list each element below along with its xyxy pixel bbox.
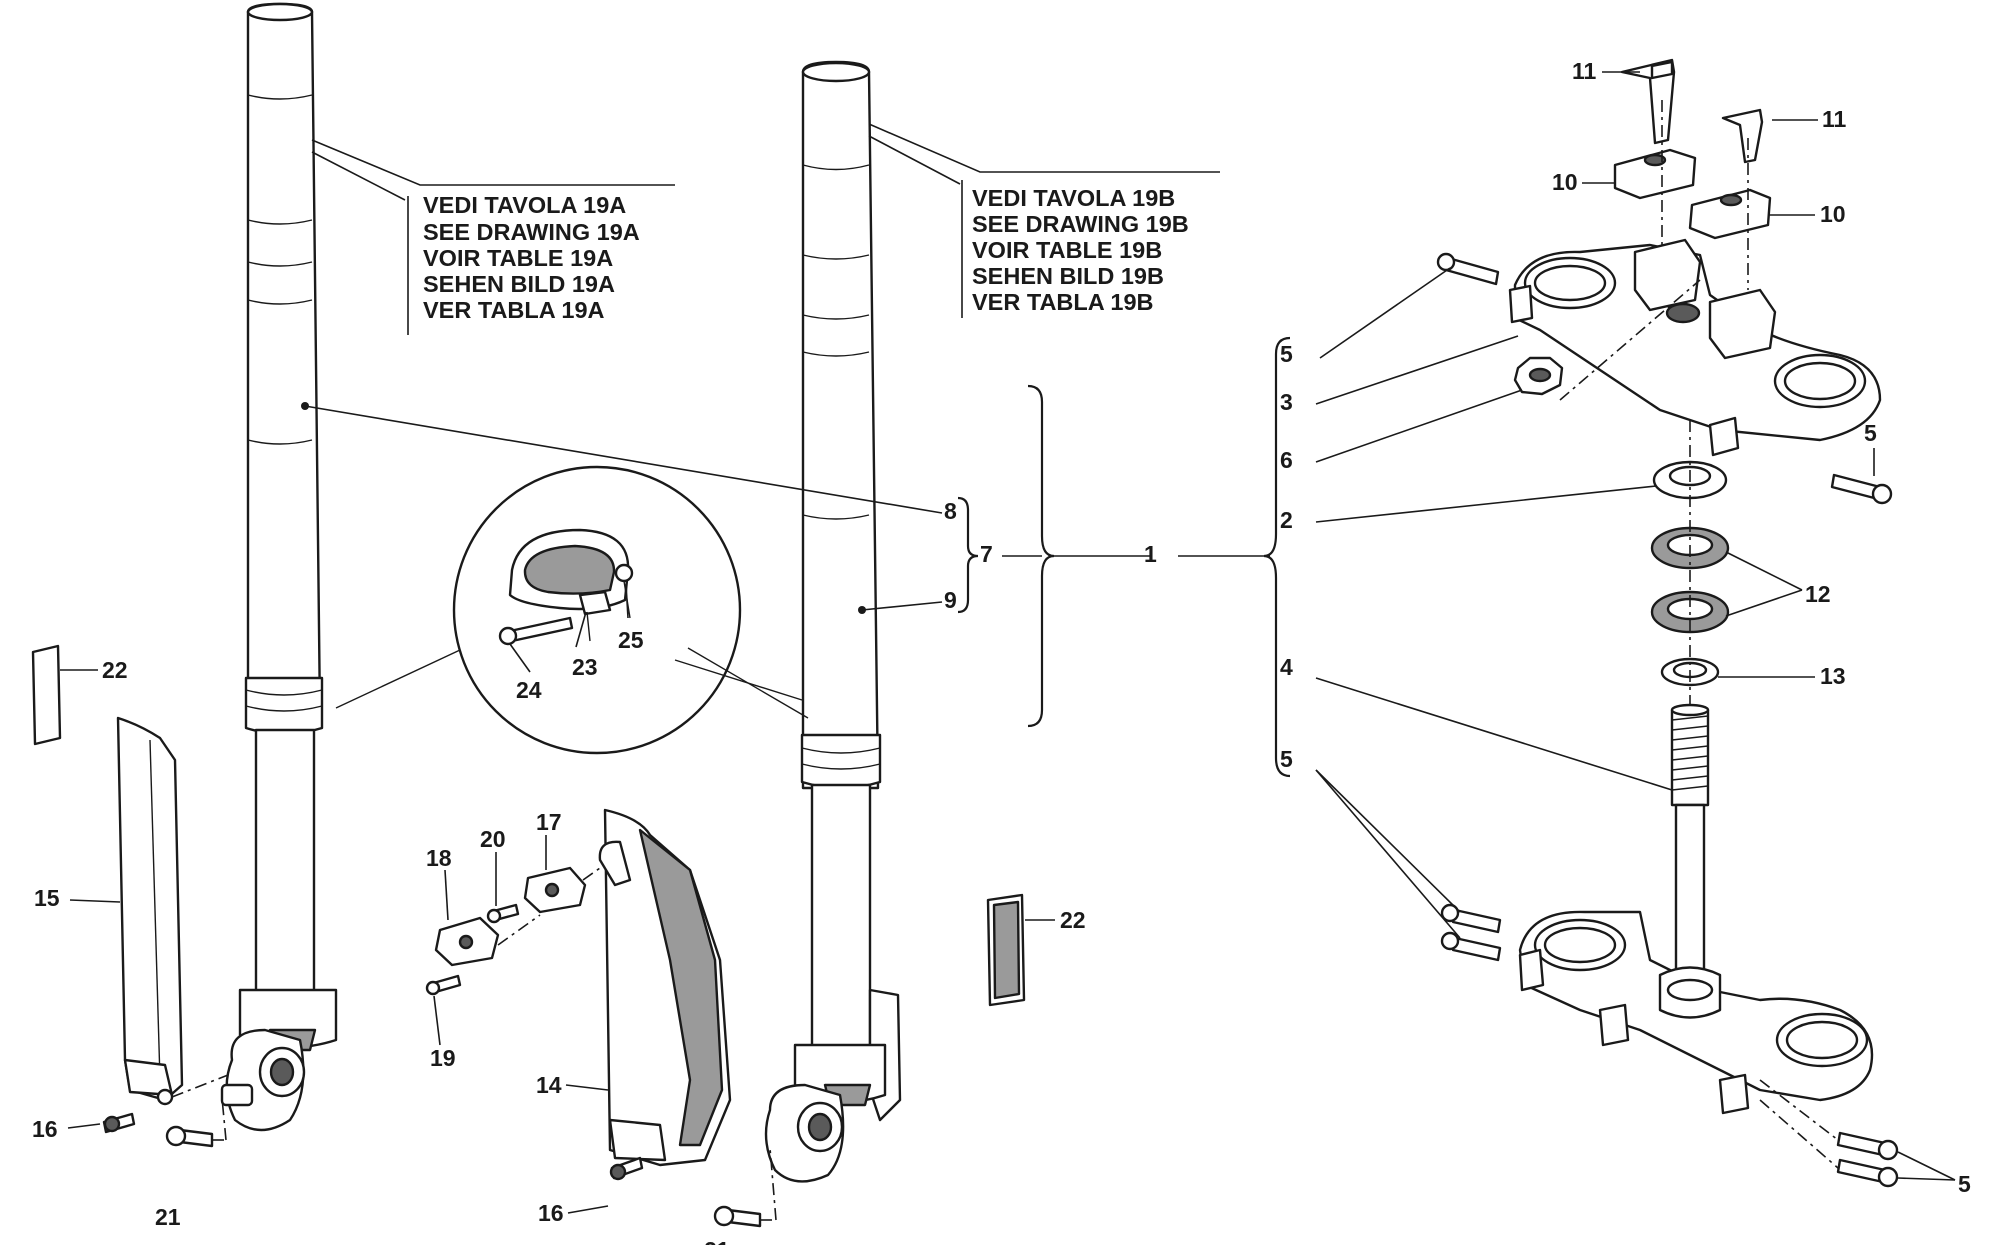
callout-6: 6	[1280, 447, 1293, 473]
svg-text:VEDI TAVOLA 19B: VEDI TAVOLA 19B	[972, 185, 1175, 211]
callout-10-left: 10	[1552, 169, 1578, 195]
svg-text:VER TABLA 19B: VER TABLA 19B	[972, 289, 1154, 315]
handlebar-clamps	[1613, 58, 1772, 290]
svg-text:SEHEN BILD 19B: SEHEN BILD 19B	[972, 263, 1164, 289]
callout-9: 9	[944, 587, 957, 613]
callout-11-left: 11	[1572, 58, 1597, 84]
steering-nut	[1513, 356, 1564, 396]
lower-triple-clamp	[1440, 903, 1899, 1188]
callout-13: 13	[1820, 663, 1846, 689]
svg-text:VOIR TABLE 19A: VOIR TABLE 19A	[423, 245, 613, 271]
callout-11-right: 11	[1822, 106, 1847, 132]
callout-4: 4	[1280, 654, 1293, 680]
callout-5-top: 5	[1280, 341, 1293, 367]
reflector-left	[31, 644, 62, 746]
svg-text:VOIR TABLE 19B: VOIR TABLE 19B	[972, 237, 1162, 263]
left-fork-guard	[102, 716, 229, 1134]
callout-10-right: 10	[1820, 201, 1846, 227]
steering-stem	[1670, 703, 1710, 1007]
clamp-detail-circle	[335, 465, 809, 755]
svg-text:SEE DRAWING 19A: SEE DRAWING 19A	[423, 219, 640, 245]
svg-text:VER TABLA 19A: VER TABLA 19A	[423, 297, 605, 323]
callout-17: 17	[536, 809, 562, 835]
callout-23: 23	[572, 654, 598, 680]
callout-21-right: 21	[704, 1237, 730, 1245]
callout-16-right: 16	[538, 1200, 564, 1226]
callout-labels: 1 2 3 4 5 5 5 5 6 7 8 9 10 10 11 11 12 1…	[32, 58, 1971, 1245]
reference-block-19a: VEDI TAVOLA 19A SEE DRAWING 19A VOIR TAB…	[423, 192, 640, 323]
brake-line-clamps	[425, 866, 601, 996]
callout-5-lower-left: 5	[1280, 746, 1293, 772]
callout-22-right: 22	[1060, 907, 1086, 933]
svg-text:VEDI TAVOLA 19A: VEDI TAVOLA 19A	[423, 192, 626, 218]
callout-19: 19	[430, 1045, 456, 1071]
assembly-braces	[957, 336, 1291, 778]
callout-1: 1	[1144, 541, 1157, 567]
reflector-right	[986, 893, 1026, 1007]
callout-20: 20	[480, 826, 506, 852]
callout-8: 8	[944, 498, 957, 524]
callout-5-bottom-right: 5	[1958, 1171, 1971, 1197]
bolts-21	[165, 1097, 777, 1228]
bearings-and-rings	[1650, 420, 1730, 705]
callout-2: 2	[1280, 507, 1293, 533]
callout-16-left: 16	[32, 1116, 58, 1142]
callout-14: 14	[536, 1072, 562, 1098]
callout-21-left: 21	[155, 1204, 181, 1230]
right-fork-leg	[764, 60, 902, 1183]
callout-25: 25	[618, 627, 644, 653]
callout-5-right: 5	[1864, 420, 1877, 446]
callout-12: 12	[1805, 581, 1831, 607]
svg-text:SEHEN BILD 19A: SEHEN BILD 19A	[423, 271, 615, 297]
left-fork-leg	[220, 2, 338, 1132]
callout-24: 24	[516, 677, 542, 703]
callout-15: 15	[34, 885, 60, 911]
svg-text:SEE DRAWING 19B: SEE DRAWING 19B	[972, 211, 1189, 237]
reference-block-19b: VEDI TAVOLA 19B SEE DRAWING 19B VOIR TAB…	[972, 185, 1189, 315]
right-fork-guard	[598, 808, 732, 1181]
callout-3: 3	[1280, 389, 1293, 415]
callout-7: 7	[980, 541, 993, 567]
leader-lines	[60, 71, 1956, 1214]
upper-triple-clamp	[1436, 238, 1893, 505]
callout-18: 18	[426, 845, 452, 871]
callout-22-left: 22	[102, 657, 128, 683]
